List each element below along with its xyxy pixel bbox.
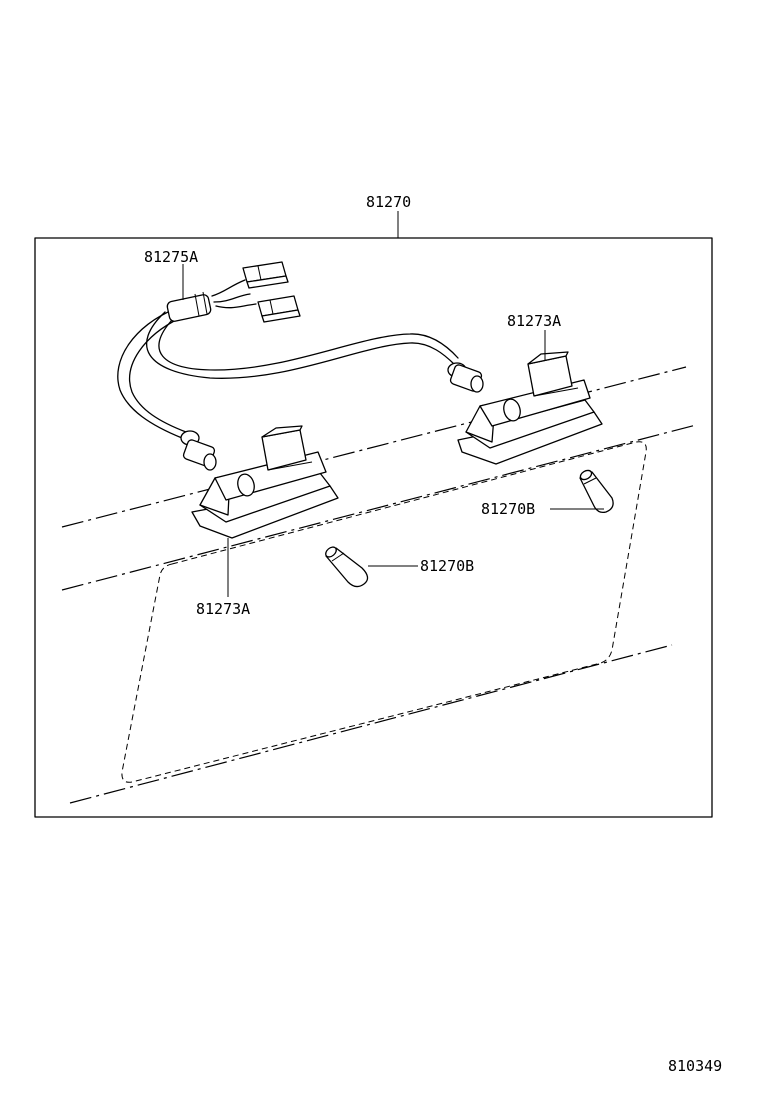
license-lamp-right[interactable]: [457, 351, 603, 465]
wire-harness[interactable]: [117, 261, 484, 471]
bulb-left[interactable]: [324, 545, 369, 588]
license-plate-outline: [121, 441, 647, 783]
label-assembly: 81270: [366, 193, 411, 211]
drawing-number: 810349: [668, 1057, 722, 1075]
leader-lines: [182, 211, 604, 597]
label-bulb-left: 81270B: [420, 557, 474, 575]
label-harness: 81275A: [144, 248, 198, 266]
socket-left: [180, 430, 217, 471]
connector-upper: [242, 261, 289, 289]
bulb-right[interactable]: [579, 469, 614, 514]
connector-lower: [257, 295, 301, 323]
label-lamp-right: 81273A: [507, 312, 561, 330]
license-lamp-left[interactable]: [191, 425, 339, 539]
label-lamp-left: 81273A: [196, 600, 250, 618]
label-bulb-right: 81270B: [481, 500, 535, 518]
socket-right: [447, 362, 484, 393]
body-panel-lines: [61, 366, 697, 804]
diagram-frame: [34, 237, 713, 818]
